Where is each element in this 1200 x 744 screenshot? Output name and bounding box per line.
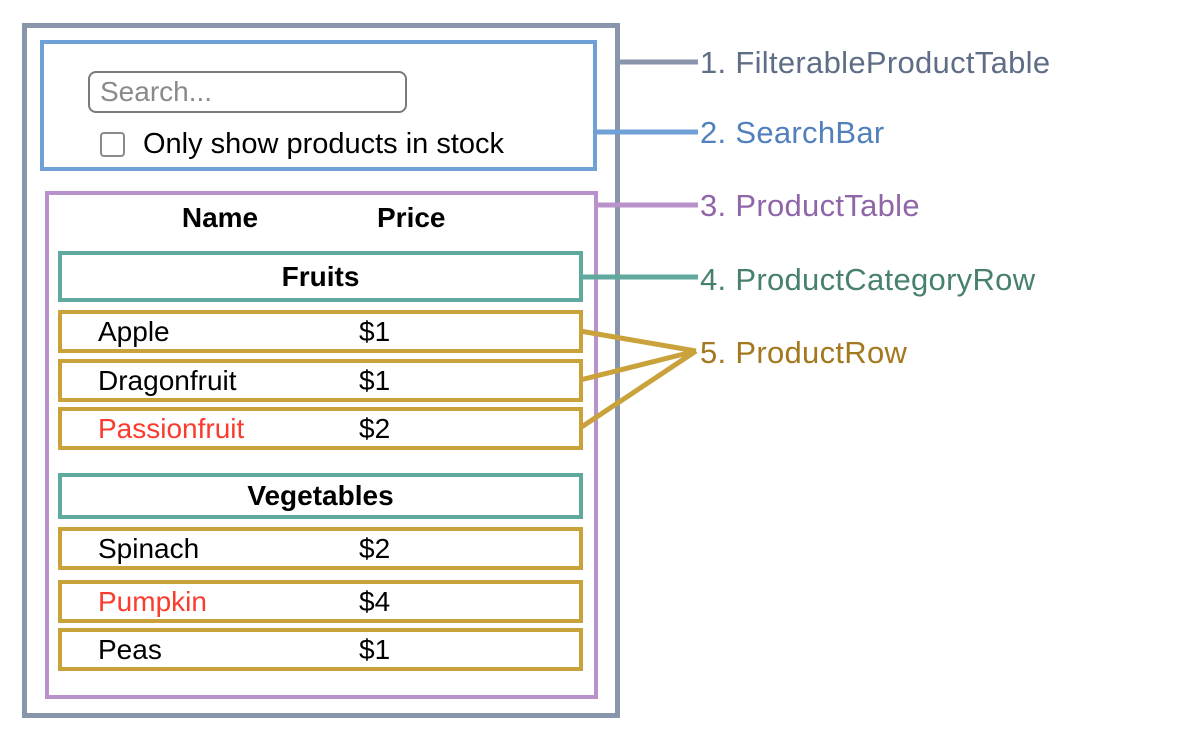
legend-label-product-row: 5. ProductRow xyxy=(700,335,908,370)
column-header-price: Price xyxy=(377,202,446,233)
legend-label-search-bar: 2. SearchBar xyxy=(700,115,885,150)
product-row: Pumpkin $4 xyxy=(58,580,583,623)
product-name-out-of-stock: Passionfruit xyxy=(98,412,245,444)
legend-label-product-table: 3. ProductTable xyxy=(700,188,920,223)
product-row: Peas $1 xyxy=(58,628,583,671)
search-input[interactable] xyxy=(88,71,407,113)
product-name: Spinach xyxy=(98,532,200,564)
product-price: $1 xyxy=(359,364,391,396)
product-price: $4 xyxy=(359,585,391,617)
in-stock-checkbox[interactable] xyxy=(100,132,125,157)
category-row-fruits: Fruits xyxy=(58,251,583,302)
legend-label-filterable-product-table: 1. FilterableProductTable xyxy=(700,45,1051,80)
product-price: $2 xyxy=(359,532,391,564)
product-name: Peas xyxy=(98,633,162,665)
product-row: Spinach $2 xyxy=(58,527,583,570)
product-price: $2 xyxy=(359,412,391,444)
product-price: $1 xyxy=(359,633,391,665)
in-stock-checkbox-label: Only show products in stock xyxy=(143,128,505,160)
product-row: Apple $1 xyxy=(58,310,583,353)
product-row: Passionfruit $2 xyxy=(58,407,583,450)
column-header-name: Name xyxy=(181,202,259,233)
product-name: Apple xyxy=(98,315,170,347)
product-row: Dragonfruit $1 xyxy=(58,359,583,402)
legend-label-product-category-row: 4. ProductCategoryRow xyxy=(700,262,1036,297)
product-name-out-of-stock: Pumpkin xyxy=(98,585,207,617)
category-row-vegetables: Vegetables xyxy=(58,473,583,519)
search-bar-box xyxy=(40,40,597,171)
product-name: Dragonfruit xyxy=(98,364,237,396)
product-price: $1 xyxy=(359,315,391,347)
product-table-box xyxy=(45,191,598,699)
